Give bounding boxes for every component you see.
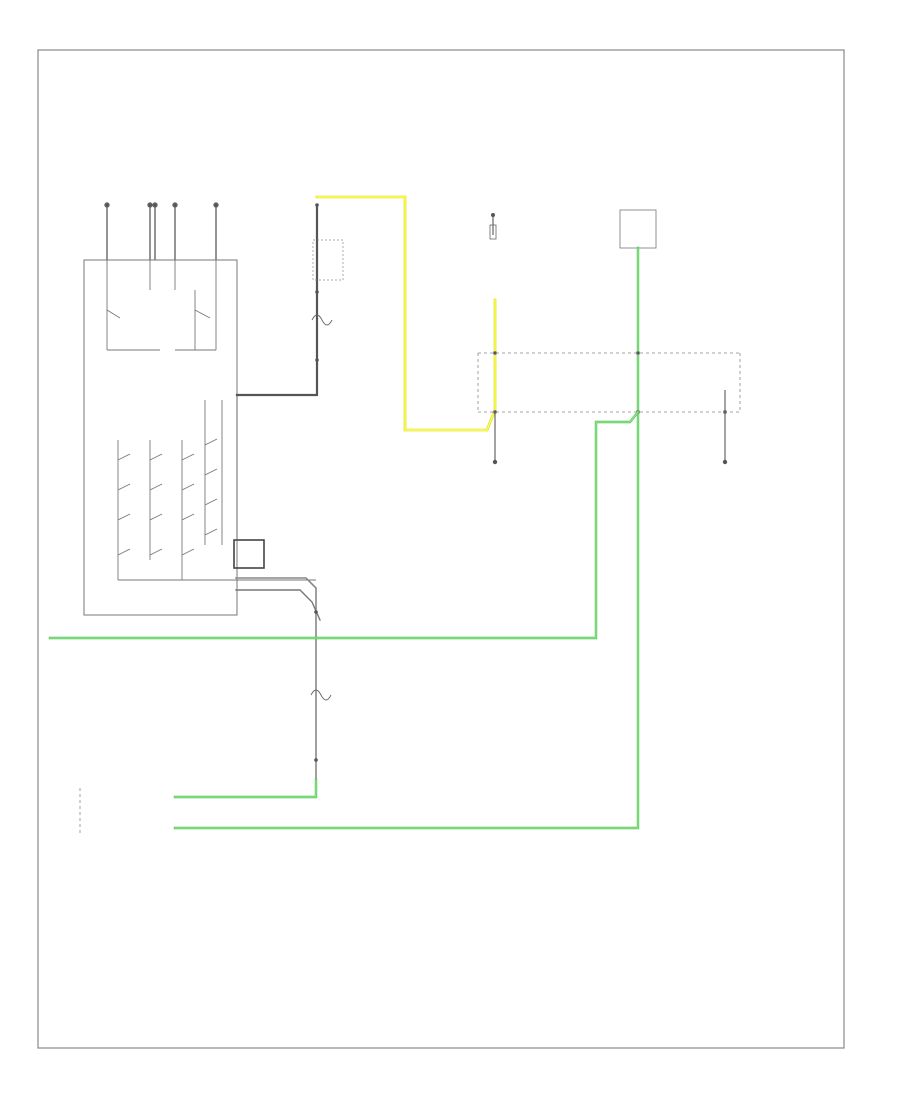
diagram-frame: [37, 49, 845, 1049]
clockspring-lower: [310, 610, 332, 762]
radio-module: [619, 209, 657, 249]
clockspring-upper: [311, 203, 344, 362]
swc-internal-switches: [106, 260, 217, 351]
swc-switch-rows: [117, 400, 316, 581]
ground-left: [492, 412, 498, 465]
wire-green-left: [48, 410, 640, 640]
wire-green-right: [173, 246, 640, 830]
wire-swc-to-clockspring: [235, 203, 319, 397]
splice-pack: [477, 350, 741, 460]
wire-swc-bottom-2: [235, 589, 321, 621]
wire-yellow: [315, 195, 497, 432]
fuse-block-top: [489, 213, 497, 240]
top-connector-pins: [104, 202, 219, 260]
ground-right: [722, 459, 728, 465]
wire-swc-bottom-1: [235, 577, 317, 781]
wire-green-bottom: [173, 778, 318, 799]
steering-wheel-controls: [83, 202, 316, 616]
swc-resistor-box: [233, 539, 265, 569]
